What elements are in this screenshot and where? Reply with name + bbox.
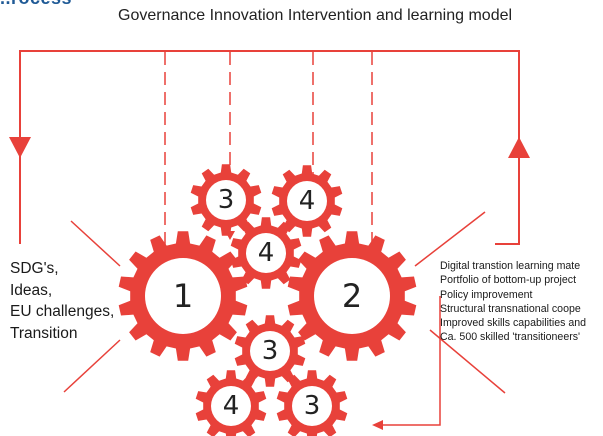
right-output-item: Improved skills capabilities and xyxy=(440,317,587,330)
gear-number: 3 xyxy=(304,391,321,421)
gear-center xyxy=(145,258,221,334)
gear-top-left: 3 xyxy=(190,164,262,236)
gear-center xyxy=(206,180,246,220)
left-input-item: EU challenges, xyxy=(10,303,115,320)
gear-number: 4 xyxy=(299,186,316,216)
gear-top-right: 4 xyxy=(271,165,343,237)
output-arrowhead xyxy=(372,420,383,430)
right-output-item: Ca. 500 skilled 'transitioneers' xyxy=(440,331,581,344)
gear-center xyxy=(292,386,332,426)
right-output-item: Portfolio of bottom-up project xyxy=(440,274,577,287)
gear-number: 4 xyxy=(258,238,275,268)
gear-center xyxy=(287,181,327,221)
gear-number: 2 xyxy=(342,277,362,315)
gear-center xyxy=(314,258,390,334)
right-outputs-list: Digital transtion learning mate Portfoli… xyxy=(440,259,603,345)
left-inputs-list: SDG's, Ideas, EU challenges, Transition xyxy=(10,258,114,344)
gear-bottom-mid: 3 xyxy=(234,315,306,387)
gear-large-right: 2 xyxy=(287,231,417,361)
feedback-loop-line xyxy=(19,50,520,245)
left-input-item: Transition xyxy=(10,324,78,342)
gear-bottom-left: 4 xyxy=(195,370,267,436)
gear-number: 4 xyxy=(223,391,240,421)
arrow-up-icon xyxy=(508,137,530,158)
diagonal-lines xyxy=(63,211,506,394)
gear-number: 3 xyxy=(262,336,279,366)
right-output-item: Digital transtion learning mate xyxy=(440,260,581,272)
diagram-title: Governance Innovation Intervention and l… xyxy=(118,7,513,24)
gear-center xyxy=(250,331,290,371)
left-input-item: SDG's, xyxy=(10,260,59,277)
right-output-item: Structural transnational coope xyxy=(440,302,581,315)
output-arrow-line xyxy=(376,296,441,426)
gear-center xyxy=(211,386,251,426)
arrow-down-icon xyxy=(9,137,31,158)
gear-large-left: 1 xyxy=(118,231,248,361)
right-output-item: Policy improvement xyxy=(440,288,533,301)
gear-number: 3 xyxy=(218,185,235,215)
gear-middle: 4 xyxy=(230,217,302,289)
header-partial-text: ..rocess xyxy=(0,0,72,9)
gear-bottom-right: 3 xyxy=(276,370,348,436)
left-input-item: Ideas, xyxy=(10,281,53,299)
gear-number: 1 xyxy=(173,277,193,315)
gear-center xyxy=(246,233,286,273)
